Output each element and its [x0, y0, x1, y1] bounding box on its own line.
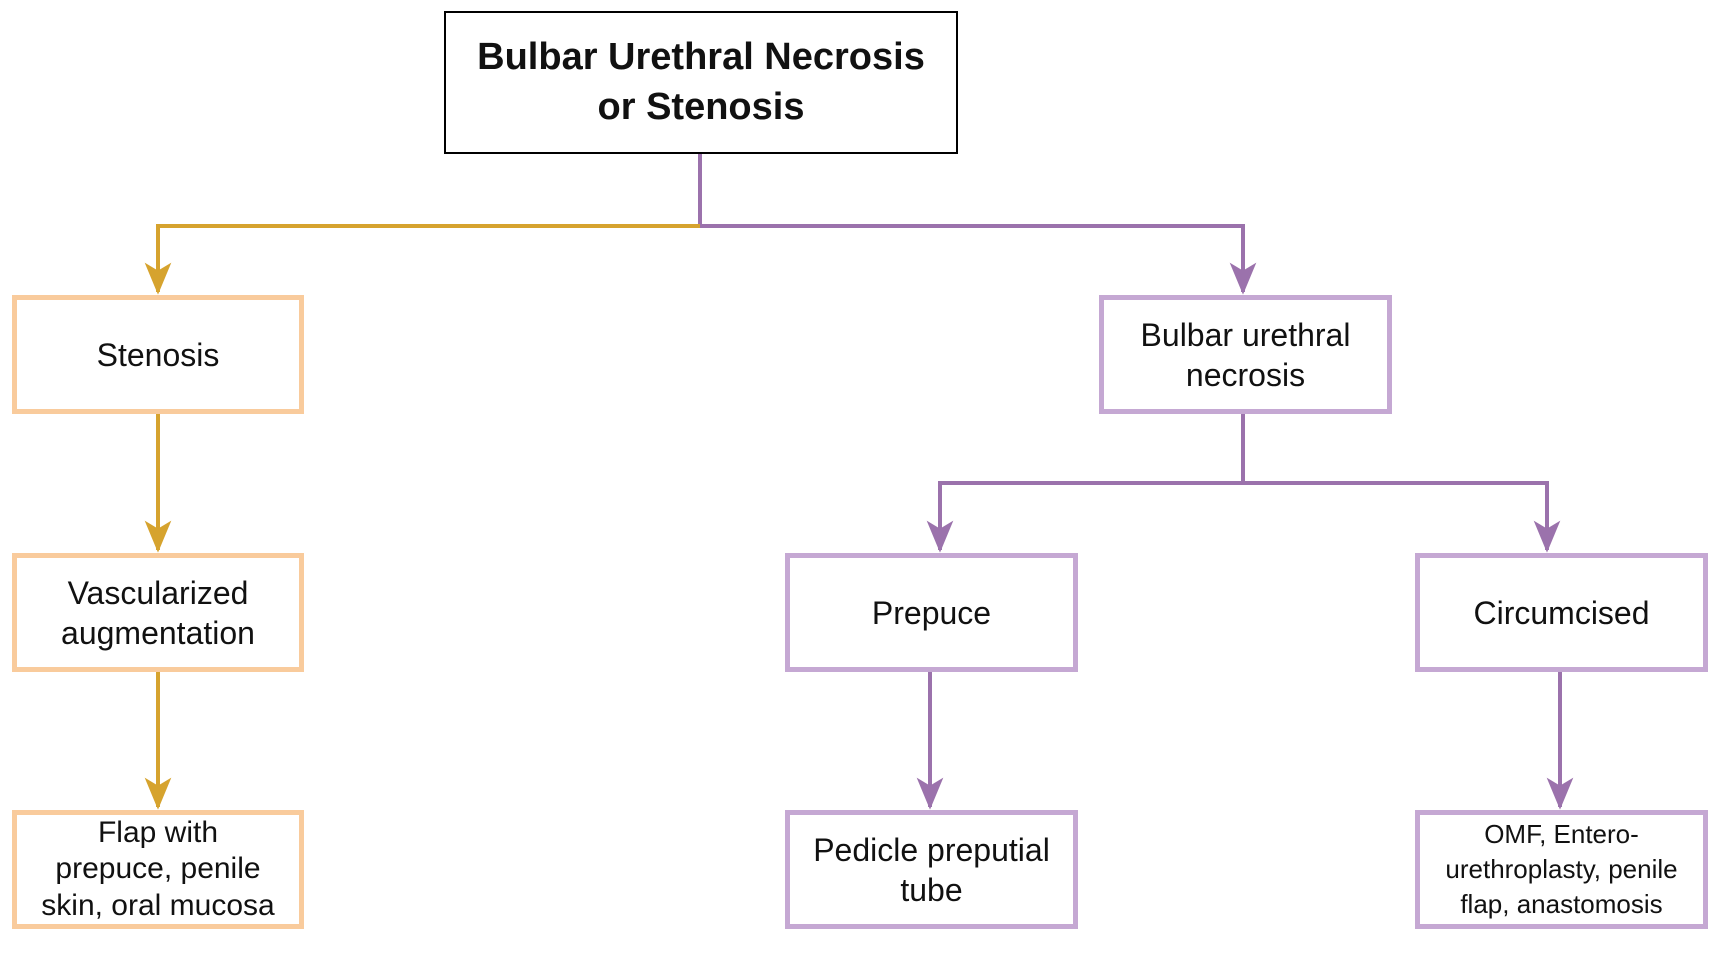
circumcised-node: Circumcised — [1415, 553, 1708, 672]
pedicle-preputial-tube-node: Pedicle preputial tube — [785, 810, 1078, 929]
vascularized-augmentation-node: Vascularized augmentation — [12, 553, 304, 672]
omf-urethroplasty-node: OMF, Entero- urethroplasty, penile flap,… — [1415, 810, 1708, 929]
arrow-root-to-necrosis — [700, 224, 1257, 295]
arrow-root-to-stenosis — [144, 224, 700, 295]
stenosis-label: Stenosis — [96, 336, 220, 373]
prepuce-node: Prepuce — [785, 553, 1078, 672]
flap-node: Flap with prepuce, penile skin, oral muc… — [12, 810, 304, 929]
vascularized-label-line1: Vascularized — [67, 574, 249, 611]
omf-label-line2: urethroplasty, penile — [1445, 853, 1678, 884]
pedicle-label-line1: Pedicle preputial — [813, 831, 1050, 868]
arrow-necrosis-to-circumcised — [1243, 481, 1561, 553]
root-node: Bulbar Urethral Necrosis or Stenosis — [444, 11, 958, 154]
omf-label-line1: OMF, Entero- — [1484, 818, 1639, 849]
flap-label-line2: prepuce, penile — [55, 852, 261, 886]
prepuce-label: Prepuce — [871, 594, 992, 631]
necrosis-label-line2: necrosis — [1185, 356, 1306, 393]
bulbar-urethral-necrosis-node: Bulbar urethral necrosis — [1099, 295, 1392, 414]
arrow-necrosis-to-prepuce — [926, 481, 1243, 553]
omf-label-line3: flap, anastomosis — [1460, 889, 1663, 920]
necrosis-label-line1: Bulbar urethral — [1140, 316, 1351, 353]
vascularized-label-line2: augmentation — [61, 614, 255, 651]
circumcised-label: Circumcised — [1473, 594, 1650, 631]
pedicle-label-line2: tube — [900, 871, 963, 908]
root-title-line1: Bulbar Urethral Necrosis — [477, 36, 925, 79]
flap-label-line3: skin, oral mucosa — [41, 888, 275, 922]
root-title-line2: or Stenosis — [597, 85, 805, 128]
flap-label-line1: Flap with — [97, 815, 219, 849]
stenosis-node: Stenosis — [12, 295, 304, 414]
